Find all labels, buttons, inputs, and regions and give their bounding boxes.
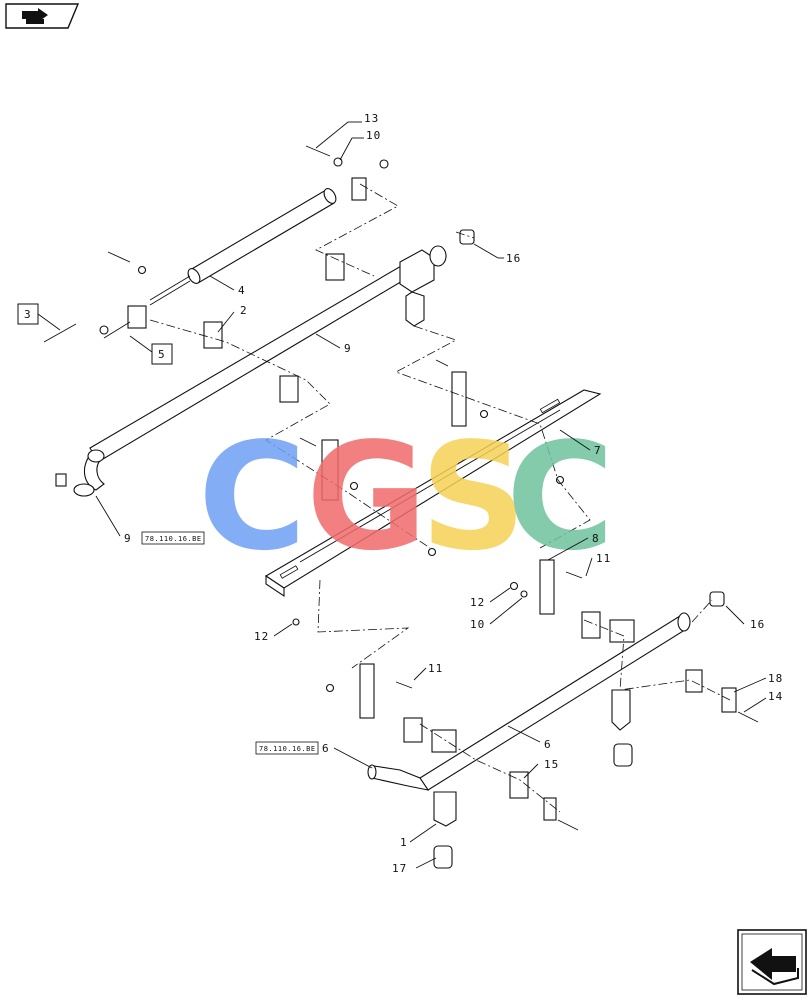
callout-4: 4: [238, 284, 246, 297]
next-page-arrow-icon[interactable]: [737, 929, 807, 995]
callout-11-lower: 11: [428, 662, 443, 675]
callout-12-mid: 12: [470, 596, 485, 609]
callout-11-upper: 11: [596, 552, 611, 565]
tube-part-9: [55, 245, 447, 497]
callout-16-lower: 16: [750, 618, 765, 631]
callout-10-top: 10: [366, 129, 381, 142]
watermark-letter-g: G: [306, 411, 427, 583]
callout-6-left: 6: [322, 742, 330, 755]
callout-8: 8: [592, 532, 600, 545]
callout-9-mid: 9: [344, 342, 352, 355]
callout-14: 14: [768, 690, 783, 703]
watermark-letter-s: S: [420, 411, 527, 583]
cylinder-part-4: [149, 188, 337, 306]
callout-15: 15: [544, 758, 559, 771]
watermark-letter-c2: C: [506, 411, 615, 583]
callout-3: 3: [24, 308, 32, 321]
callout-10-mid: 10: [470, 618, 485, 631]
callout-7: 7: [594, 444, 602, 457]
callout-13: 13: [364, 112, 379, 125]
callout-16-top: 16: [506, 252, 521, 265]
callout-1: 1: [400, 836, 408, 849]
tube-part-6: [367, 612, 691, 791]
reference-78-110-16-be-upper[interactable]: 78.110.16.BE: [145, 535, 202, 543]
watermark: C G S C: [198, 411, 615, 583]
callout-17: 17: [392, 862, 407, 875]
callout-5: 5: [158, 348, 166, 361]
callout-18: 18: [768, 672, 783, 685]
watermark-letter-c1: C: [198, 411, 307, 583]
callout-12-left: 12: [254, 630, 269, 643]
callout-9-lower: 9: [124, 532, 132, 545]
callout-2: 2: [240, 304, 248, 317]
callouts: 13 10 16 4 2 9 3 5 7 9 78.110.16.BE: [17, 112, 783, 875]
reference-78-110-16-be-lower[interactable]: 78.110.16.BE: [259, 745, 316, 753]
assembly-lines: [149, 183, 731, 813]
frame-rail-part-7: [264, 389, 602, 598]
callout-6: 6: [544, 738, 552, 751]
fasteners: [99, 145, 759, 831]
book-arrow-icon[interactable]: [5, 3, 80, 29]
